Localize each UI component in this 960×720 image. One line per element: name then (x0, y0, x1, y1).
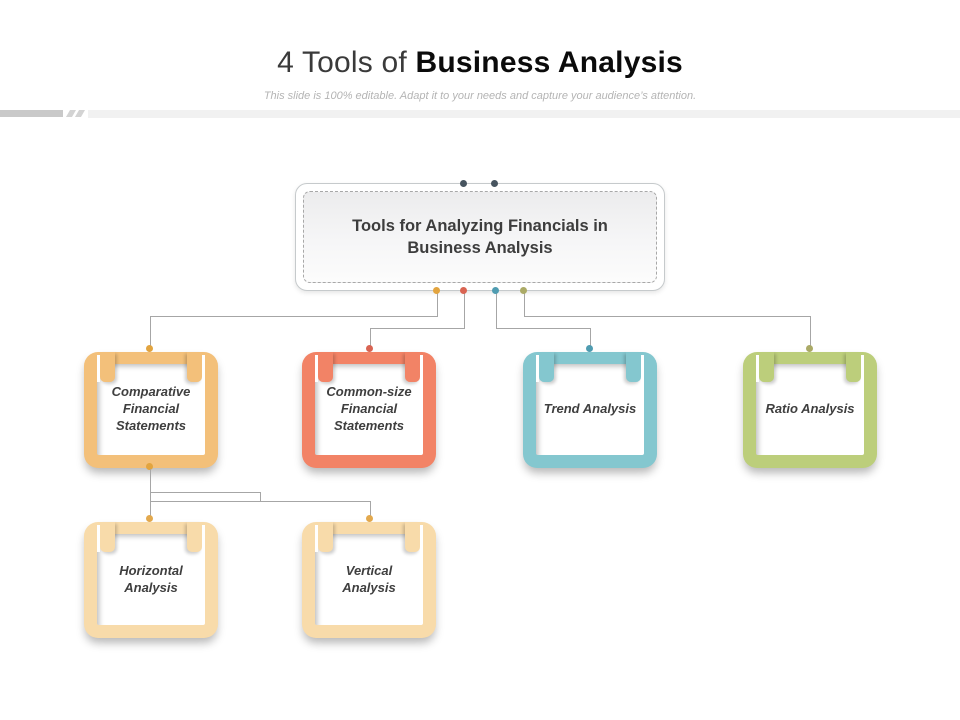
frame-tab-right (187, 352, 202, 382)
anchor-dot-top-right (491, 180, 498, 187)
frame-tab-left (539, 352, 554, 382)
connector-segment (810, 316, 811, 347)
anchor-dot-olive (806, 345, 813, 352)
connector-segment (150, 316, 151, 347)
frame-tab-right (187, 522, 202, 552)
frame-tab-left (318, 522, 333, 552)
connector-segment (524, 316, 811, 317)
node-label: Trend Analysis (543, 401, 637, 417)
anchor-dot-red (460, 287, 467, 294)
frame-notch-right (202, 525, 205, 552)
root-node-tools-for-analyzing-financials[interactable]: Tools for Analyzing Financials in Busine… (295, 183, 665, 291)
page-title-bold: Business Analysis (415, 46, 683, 79)
node-label: Comparative Financial Statements (111, 384, 191, 433)
connector-segment (437, 292, 438, 316)
connector-segment (464, 292, 465, 328)
frame-notch-right (420, 525, 423, 552)
frame-notch-left (315, 355, 318, 382)
connector-segment (370, 328, 371, 347)
frame-notch-right (202, 355, 205, 382)
anchor-dot-orange (146, 345, 153, 352)
connector-segment (150, 501, 370, 502)
page-title: 4 Tools of Business Analysis (0, 46, 960, 80)
node-label: Common-size Financial Statements (326, 384, 412, 433)
anchor-dot-amber (146, 515, 153, 522)
page-subtitle: This slide is 100% editable. Adapt it to… (263, 90, 697, 102)
anchor-dot-red (366, 345, 373, 352)
frame-tab-right (405, 352, 420, 382)
anchor-dot-amber (366, 515, 373, 522)
frame-tab-left (100, 522, 115, 552)
frame-notch-right (641, 355, 644, 382)
anchor-dot-top-left (460, 180, 467, 187)
frame-tab-right (405, 522, 420, 552)
connector-segment (496, 292, 497, 328)
connector-segment (150, 316, 438, 317)
frame-notch-left (97, 355, 100, 382)
frame-notch-left (315, 525, 318, 552)
frame-notch-left (536, 355, 539, 382)
connector-segment (150, 469, 151, 517)
node-trend-analysis[interactable]: Trend Analysis (523, 352, 657, 468)
node-label: Vertical Analysis (342, 562, 396, 595)
connector-segment (524, 292, 525, 316)
node-common-size-financial-statements[interactable]: Common-size Financial Statements (302, 352, 436, 468)
frame-notch-left (756, 355, 759, 382)
node-horizontal-analysis[interactable]: Horizontal Analysis (84, 522, 218, 638)
node-panel: Vertical Analysis (315, 534, 423, 625)
root-node-label: Tools for Analyzing Financials in Busine… (303, 191, 657, 283)
header-divider-right (88, 110, 960, 118)
connector-segment (150, 492, 260, 493)
anchor-dot-teal (492, 287, 499, 294)
anchor-dot-teal (586, 345, 593, 352)
connector-segment (496, 328, 591, 329)
node-panel: Common-size Financial Statements (315, 364, 423, 455)
anchor-dot-olive (520, 287, 527, 294)
node-label: Ratio Analysis (765, 401, 855, 417)
frame-notch-left (97, 525, 100, 552)
frame-tab-left (318, 352, 333, 382)
anchor-dot-orange (146, 463, 153, 470)
frame-tab-left (759, 352, 774, 382)
header-divider-slash (74, 110, 86, 117)
node-panel: Comparative Financial Statements (97, 364, 205, 455)
connector-segment (370, 501, 371, 517)
connector-segment (590, 328, 591, 347)
node-ratio-analysis[interactable]: Ratio Analysis (743, 352, 877, 468)
header-divider-left (0, 110, 63, 117)
frame-tab-right (626, 352, 641, 382)
frame-tab-right (846, 352, 861, 382)
connector-segment (370, 328, 465, 329)
frame-tab-left (100, 352, 115, 382)
connector-segment (260, 492, 261, 501)
node-comparative-financial-statements[interactable]: Comparative Financial Statements (84, 352, 218, 468)
frame-notch-right (420, 355, 423, 382)
page-title-regular: 4 Tools of (277, 46, 416, 79)
frame-notch-right (861, 355, 864, 382)
node-label: Horizontal Analysis (119, 562, 183, 595)
node-vertical-analysis[interactable]: Vertical Analysis (302, 522, 436, 638)
anchor-dot-orange (433, 287, 440, 294)
